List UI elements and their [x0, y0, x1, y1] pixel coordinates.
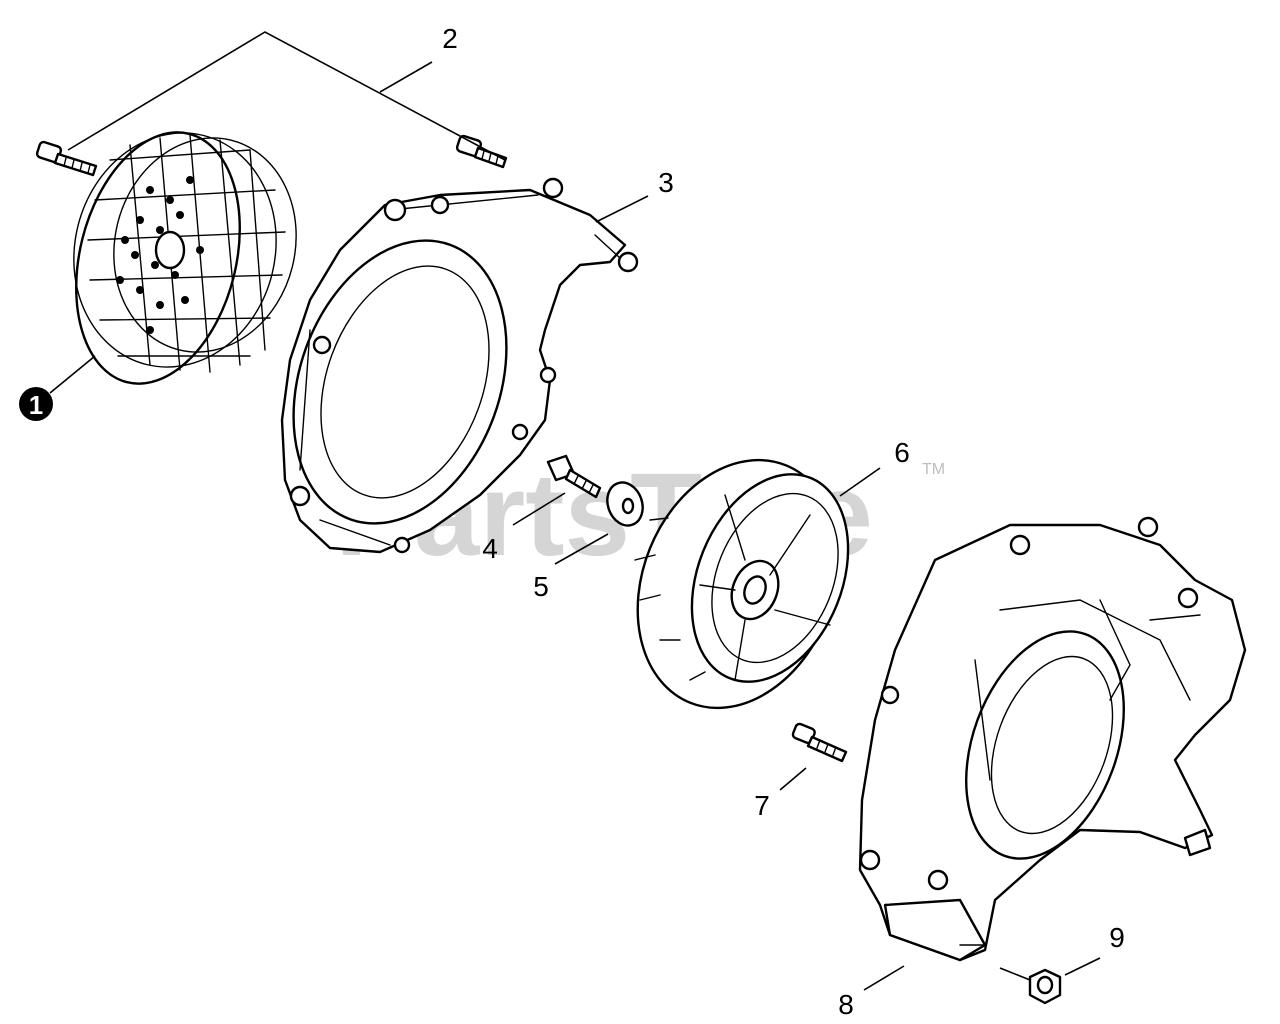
callout-1[interactable]: 1 [19, 387, 53, 421]
leader-5 [554, 533, 609, 565]
part-nut[interactable] [1028, 968, 1062, 1005]
part-bolt[interactable] [546, 454, 602, 499]
screen-holes [116, 176, 204, 334]
callout-1-badge [19, 387, 53, 421]
callout-3-label[interactable]: 3 [658, 167, 674, 198]
part-intake-screen[interactable] [49, 111, 318, 401]
leader-6 [839, 467, 881, 497]
leader-lines [49, 31, 1101, 991]
leader-8 [863, 965, 905, 991]
part-screw-right[interactable] [455, 134, 508, 169]
callout-8-label[interactable]: 8 [838, 989, 854, 1020]
leader-4 [512, 492, 566, 526]
part-screw-7[interactable] [791, 722, 848, 763]
part-fan-case[interactable] [858, 516, 1247, 962]
callout-7-label[interactable]: 7 [754, 790, 770, 821]
watermark-tm: TM [922, 461, 945, 478]
leader-1 [49, 355, 96, 394]
callout-4-label[interactable]: 4 [482, 533, 498, 564]
callout-6-label[interactable]: 6 [894, 437, 910, 468]
leader-2 [67, 31, 506, 161]
part-washer[interactable] [602, 478, 649, 531]
leader-9 [999, 957, 1101, 981]
callout-9-label[interactable]: 9 [1109, 922, 1125, 953]
leader-7 [779, 767, 807, 791]
part-fan[interactable] [602, 430, 877, 739]
callout-5-label[interactable]: 5 [533, 571, 549, 602]
callout-1-label: 1 [29, 390, 43, 420]
part-screw-left[interactable] [35, 140, 98, 177]
callout-2-label[interactable]: 2 [442, 23, 458, 54]
part-fan-cover[interactable] [256, 177, 639, 554]
leader-3 [595, 195, 649, 223]
